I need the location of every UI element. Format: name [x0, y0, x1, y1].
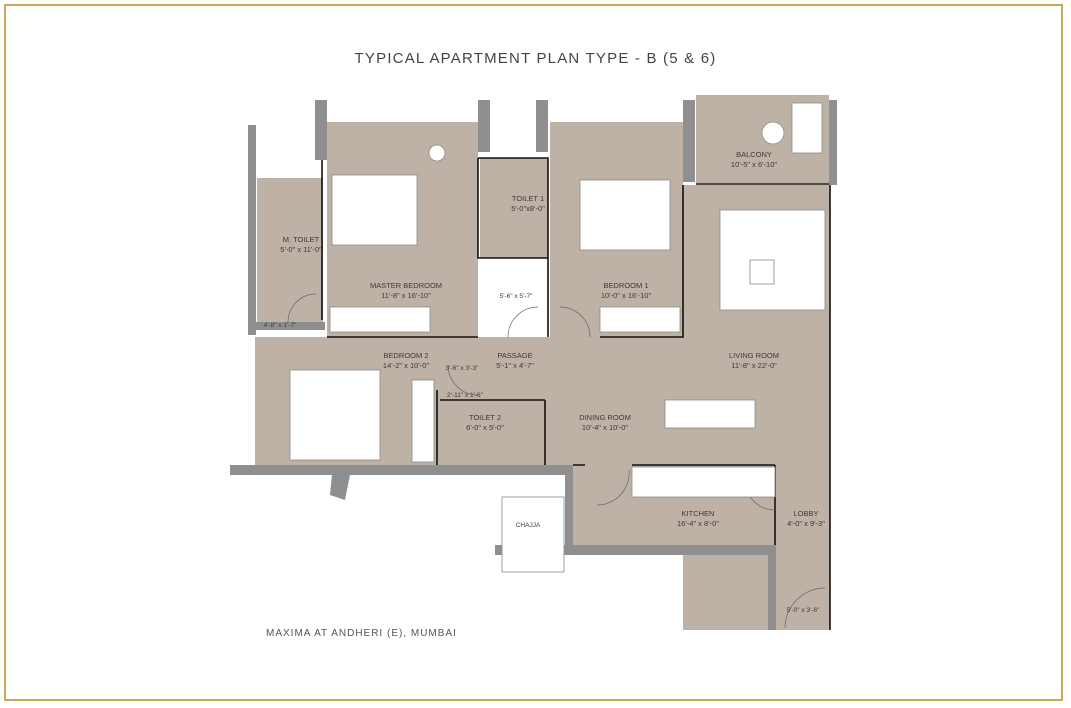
dimension: 2'-11" x 1'-6"	[447, 392, 484, 399]
chaja-label: CHAJJA	[516, 522, 541, 529]
furniture	[289, 102, 826, 573]
room-name: KITCHEN	[682, 509, 715, 518]
partition-lines	[287, 157, 831, 630]
room-size: 10'-5" x 6'-10"	[731, 160, 777, 169]
room-name: LIVING ROOM	[729, 351, 779, 360]
balcony-sofa	[791, 102, 823, 154]
room-size: 10'-0" x 16'-10"	[601, 291, 652, 300]
plan-title: TYPICAL APARTMENT PLAN TYPE - B (5 & 6)	[354, 50, 717, 67]
balcony-table	[761, 121, 785, 145]
room-size: 6'-0" x 5'-0"	[466, 423, 504, 432]
room-name: TOILET 2	[469, 413, 501, 422]
dining-table	[664, 399, 756, 429]
room-size: 5'-0"x8'-0"	[511, 204, 545, 213]
room-name: DINING ROOM	[579, 413, 631, 422]
room-size: 11'-8" x 16'-10"	[381, 291, 431, 300]
wardrobe-master	[329, 306, 431, 333]
dimension: 3'-6" x 3'-3"	[446, 365, 479, 372]
room-name: BEDROOM 2	[383, 351, 428, 360]
room-name: TOILET 1	[512, 194, 544, 203]
bed-2	[289, 369, 381, 461]
bed-1	[579, 179, 671, 251]
dimension: 5'-0" x 3'-6"	[787, 607, 820, 614]
dimension: 4'-8" x 1'-7"	[264, 322, 297, 329]
dimension: 5'-6" x 5'-7"	[500, 293, 533, 300]
page-frame	[4, 4, 1063, 701]
room-size: 11'-8" x 22'-0"	[731, 361, 777, 370]
project-location: MAXIMA AT ANDHERI (E), MUMBAI	[266, 628, 457, 639]
wardrobe-1	[599, 306, 681, 333]
room-size: 5'-1" x 4'-7"	[496, 361, 534, 370]
coffee-table	[749, 259, 775, 285]
master-table	[428, 144, 446, 162]
room-size: 4'-0" x 9'-3"	[787, 519, 825, 528]
room-size: 10'-4" x 10'-0"	[582, 423, 628, 432]
wardrobe-2	[411, 379, 435, 463]
walls	[230, 100, 837, 630]
room-size: 5'-0" x 11'-0"	[280, 245, 322, 254]
room-name: BEDROOM 1	[603, 281, 648, 290]
room-name: BALCONY	[736, 150, 772, 159]
room-size: 14'-2" x 10'-0"	[383, 361, 429, 370]
room-labels: M. TOILET 5'-0" x 11'-0" MASTER BEDROOM …	[264, 150, 826, 614]
room-name: PASSAGE	[497, 351, 532, 360]
chaja	[501, 496, 565, 573]
bed-master	[331, 174, 418, 246]
room-name: MASTER BEDROOM	[370, 281, 442, 290]
room-size: 16'-4" x 8'-0"	[677, 519, 719, 528]
room-name: M. TOILET	[283, 235, 320, 244]
kitchen-counter	[631, 466, 776, 498]
room-name: LOBBY	[793, 509, 818, 518]
